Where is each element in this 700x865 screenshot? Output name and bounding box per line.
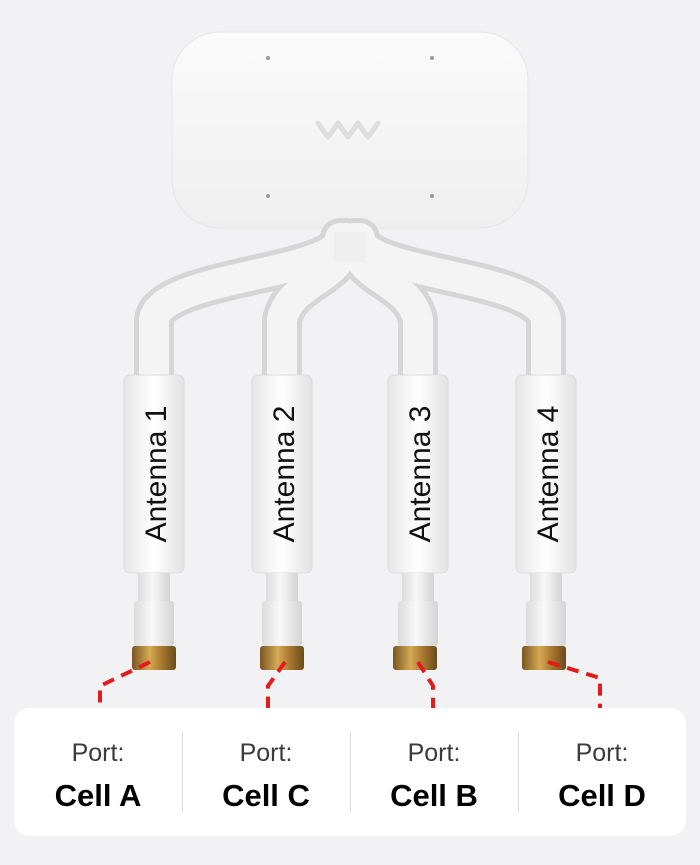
port-panel: Port: Cell A Port: Cell C Port: Cell B P… bbox=[14, 708, 686, 836]
port-value: Cell A bbox=[54, 777, 142, 813]
port-label: Port: bbox=[407, 738, 461, 767]
port-value: Cell C bbox=[222, 777, 310, 813]
connector-3 bbox=[393, 646, 437, 670]
antenna-2: Antenna 2 bbox=[251, 374, 313, 670]
connector-1 bbox=[132, 646, 176, 670]
connector-2 bbox=[260, 646, 304, 670]
port-value: Cell B bbox=[390, 777, 478, 813]
device-logo-icon bbox=[315, 120, 381, 140]
antenna-3: Antenna 3 bbox=[387, 374, 449, 670]
antenna-label: Antenna 3 bbox=[404, 406, 437, 543]
port-label: Port: bbox=[239, 738, 293, 767]
port-label: Port: bbox=[71, 738, 125, 767]
cable-bundle bbox=[134, 218, 566, 400]
antenna-label: Antenna 1 bbox=[140, 406, 173, 543]
port-cell-b: Port: Cell B bbox=[350, 708, 518, 836]
antenna-device bbox=[171, 31, 529, 239]
connection-line-4 bbox=[547, 660, 602, 720]
connector-4 bbox=[522, 646, 566, 670]
antenna-4: Antenna 4 bbox=[515, 374, 577, 670]
port-value: Cell D bbox=[558, 777, 646, 813]
port-cell-a: Port: Cell A bbox=[14, 708, 182, 836]
antenna-label: Antenna 4 bbox=[532, 406, 565, 543]
connection-line-2 bbox=[266, 660, 287, 720]
port-cell-d: Port: Cell D bbox=[518, 708, 686, 836]
port-label: Port: bbox=[575, 738, 629, 767]
antenna-1: Antenna 1 bbox=[123, 374, 185, 670]
port-cell-c: Port: Cell C bbox=[182, 708, 350, 836]
antenna-label: Antenna 2 bbox=[268, 406, 301, 543]
